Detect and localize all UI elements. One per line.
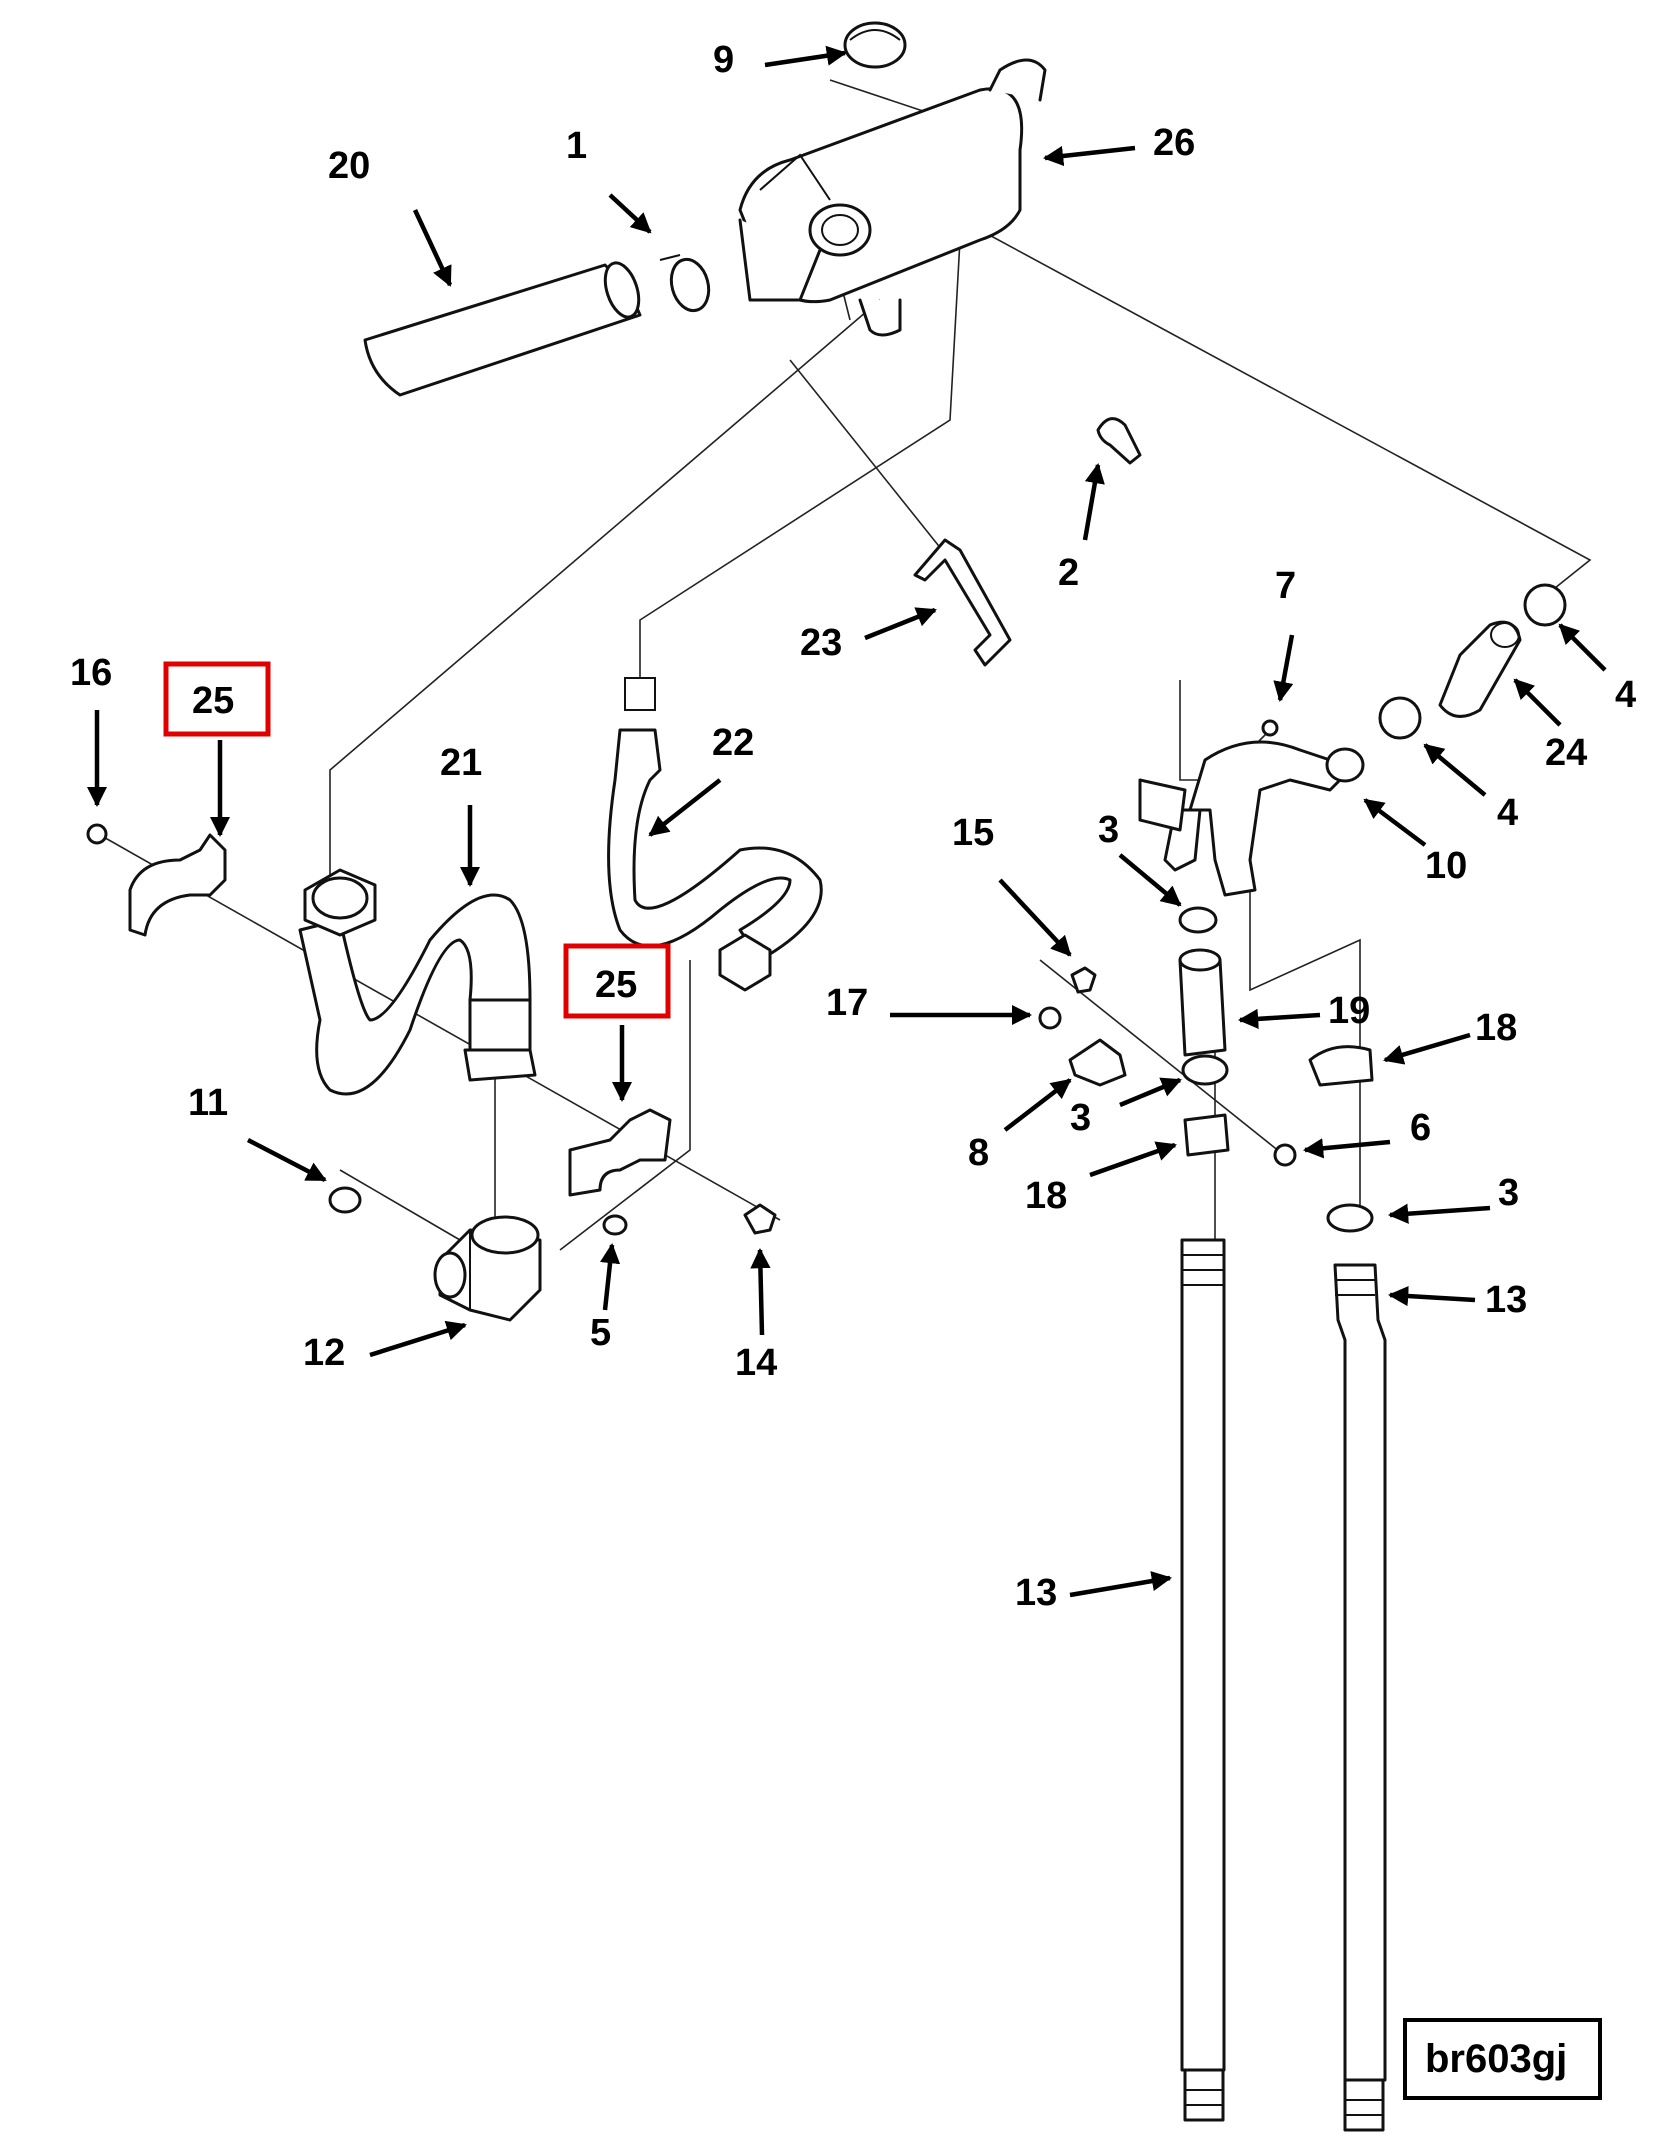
callout-label: 9 (713, 39, 734, 81)
callout-label: 21 (440, 742, 482, 784)
drawing-id: br603gj (1425, 2037, 1567, 2081)
callout-label: 18 (1025, 1175, 1067, 1217)
callout-label: 23 (800, 622, 842, 664)
callout-label: 12 (303, 1332, 345, 1374)
part-14-bolt (743, 1203, 777, 1235)
part-13-tube-right (1333, 1263, 1387, 2132)
callout-label: 10 (1425, 845, 1467, 887)
part-11-oring (328, 1186, 362, 1214)
part-2-clip (1096, 417, 1142, 465)
part-10-ypipe (1138, 740, 1365, 897)
part-3-clamp-right (1326, 1203, 1374, 1233)
callout-label: 14 (735, 1342, 777, 1384)
callout-label: 16 (70, 652, 112, 694)
part-23-bracket (913, 538, 1012, 667)
callout-label: 25 (595, 964, 637, 1006)
callout-label: 8 (968, 1132, 989, 1174)
callout-label: 13 (1485, 1279, 1527, 1321)
part-21-hose (298, 868, 537, 1096)
part-22-hose (607, 677, 823, 992)
callout-arrows (86, 45, 1607, 1598)
part-18-clamp-left (1183, 1113, 1230, 1157)
callout-label: 6 (1410, 1107, 1431, 1149)
part-25-clamp-left (128, 833, 227, 937)
part-16-nut (86, 823, 108, 845)
part-4-clamp-lower (1378, 696, 1422, 740)
part-17-nut (1038, 1006, 1062, 1030)
callout-label: 19 (1328, 990, 1370, 1032)
callout-labels: 9 26 20 1 2 23 7 4 24 4 10 16 25 21 22 1… (70, 39, 1636, 1614)
callout-label: 11 (188, 1082, 228, 1124)
callout-label: 25 (192, 680, 234, 722)
highlight-box-25-center (563, 943, 671, 1019)
part-18-clamp-right (1308, 1045, 1374, 1087)
part-3-clamp-mid (1181, 1054, 1229, 1086)
drawing-id-box (1403, 2018, 1602, 2100)
callout-label: 7 (1275, 565, 1296, 607)
part-9-cap (843, 21, 907, 69)
part-13-tube-left (1180, 1238, 1226, 2122)
part-25-clamp-center (568, 1108, 672, 1197)
part-1-clamp (659, 254, 711, 313)
part-24-hose (1438, 620, 1522, 718)
part-26-tank (738, 58, 1047, 337)
part-8-clamp (1068, 1038, 1127, 1087)
highlight-box-25-left (163, 661, 271, 737)
callout-label: 22 (712, 722, 754, 764)
callout-label: 4 (1497, 792, 1518, 834)
callout-label: 2 (1058, 552, 1079, 594)
callout-label: 26 (1153, 122, 1195, 164)
callout-label: 3 (1498, 1172, 1519, 1214)
part-5-oring (602, 1214, 628, 1236)
part-7-bolt (1261, 719, 1279, 737)
callout-label: 17 (826, 982, 868, 1024)
part-3-clamp-top (1178, 906, 1218, 934)
callout-label: 24 (1545, 732, 1587, 774)
callout-label: 15 (952, 812, 994, 854)
part-6-nut (1273, 1143, 1297, 1167)
assembly-leader-lines (99, 79, 1592, 1251)
callout-label: 3 (1098, 809, 1119, 851)
callout-label: 20 (328, 145, 370, 187)
callout-label: 18 (1475, 1007, 1517, 1049)
callout-label: 5 (590, 1312, 611, 1354)
part-12-fitting (433, 1215, 542, 1322)
callout-label: 13 (1015, 1572, 1057, 1614)
callout-label: 1 (566, 125, 587, 167)
part-19-hose (1178, 948, 1227, 1057)
part-20-tube (363, 261, 642, 397)
part-4-clamp-upper (1523, 583, 1567, 627)
part-15-screw (1070, 966, 1097, 994)
callout-label: 4 (1615, 674, 1636, 716)
callout-label: 3 (1070, 1097, 1091, 1139)
